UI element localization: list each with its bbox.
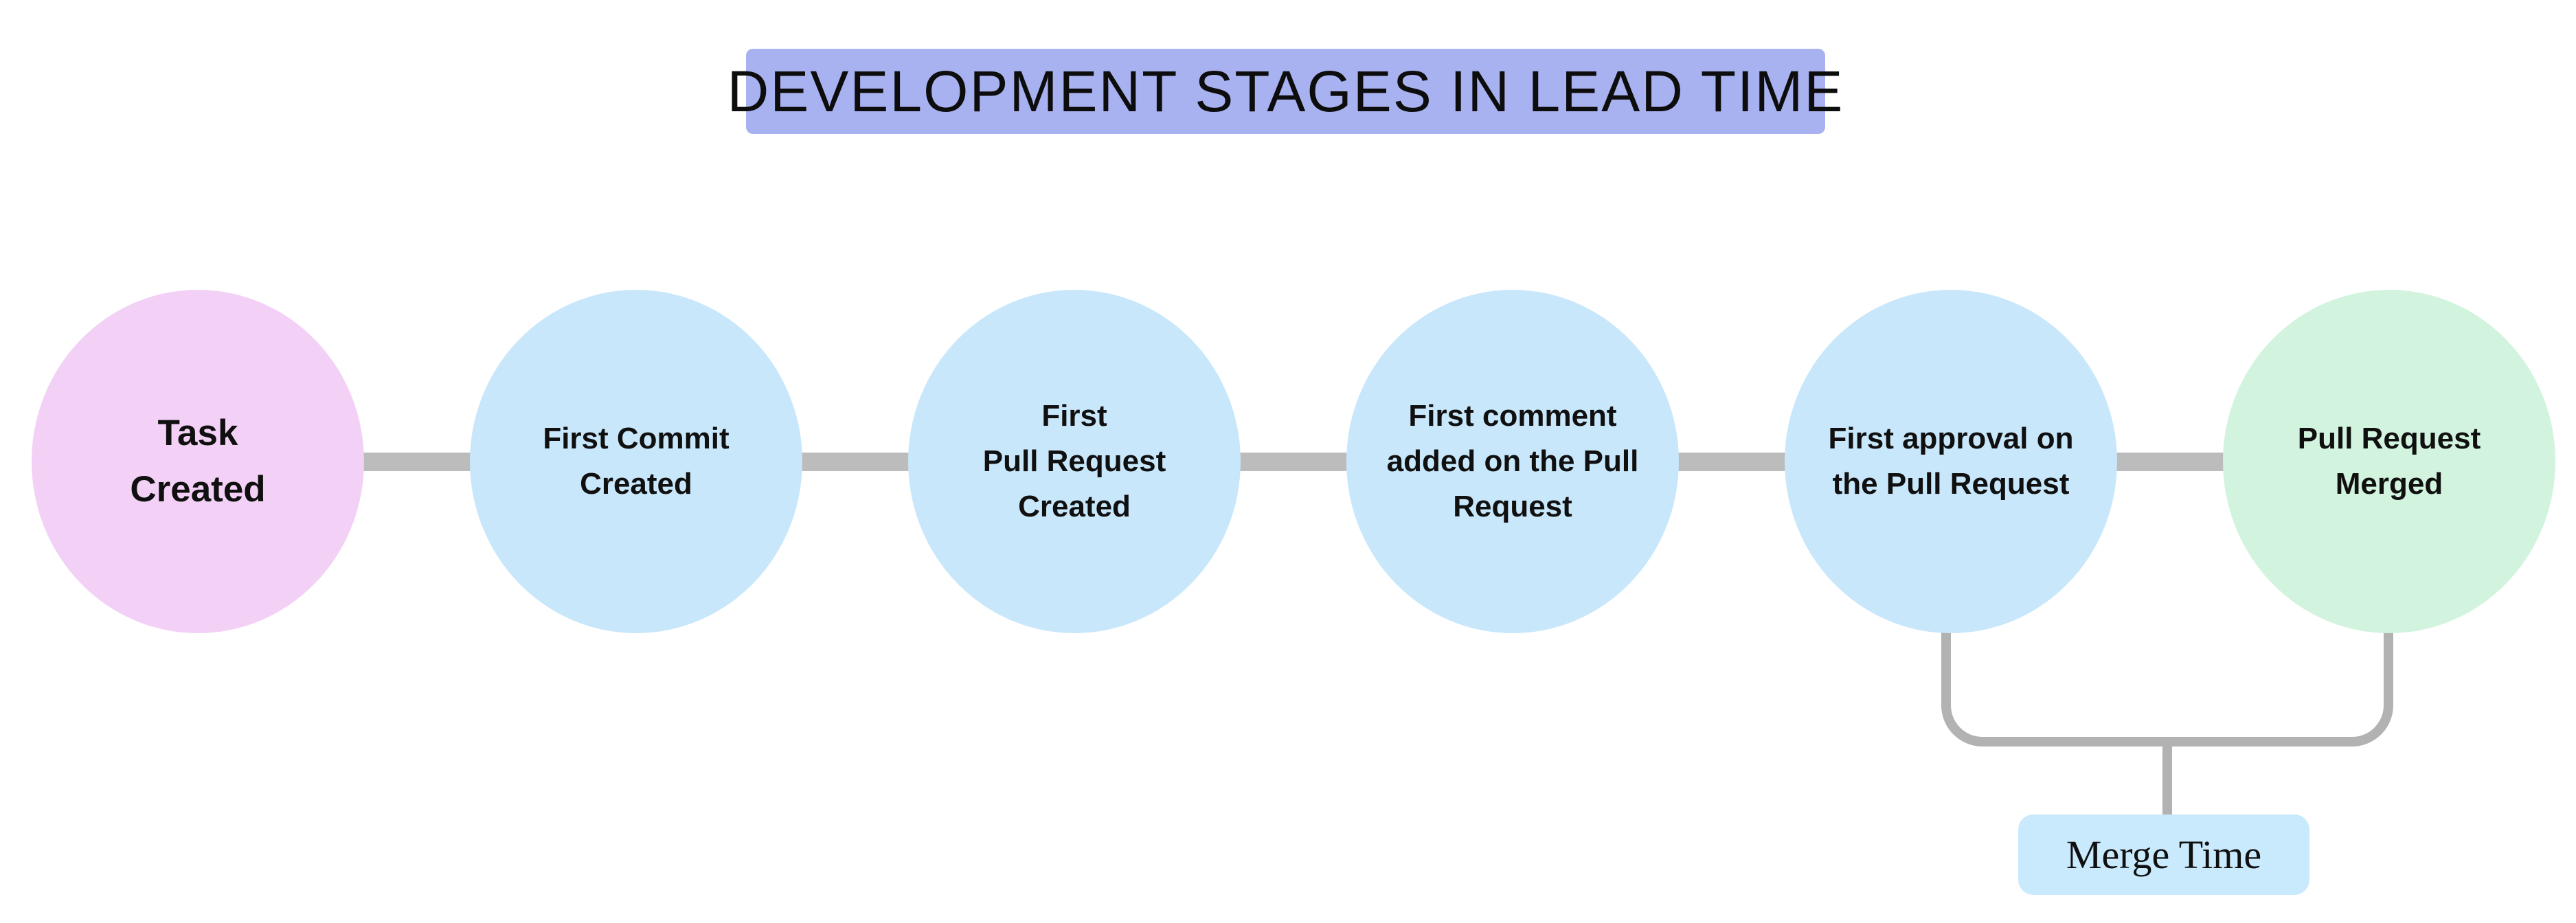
merge-time-badge: Merge Time xyxy=(2018,814,2309,895)
stage-task-created: Task Created xyxy=(32,290,364,633)
title-banner: DEVELOPMENT STAGES IN LEAD TIME xyxy=(727,49,1842,134)
merge-time-bracket-stem xyxy=(2162,745,2172,816)
stage-first-approval: First approval on the Pull Request xyxy=(1785,290,2117,633)
stage-first-pull-request-created: First Pull Request Created xyxy=(908,290,1241,633)
stage-first-pull-request-created-label: First Pull Request Created xyxy=(982,399,1166,523)
stage-first-comment-added-label: First comment added on the Pull Request xyxy=(1386,399,1639,523)
stage-first-approval-label: First approval on the Pull Request xyxy=(1828,422,2074,501)
diagram-title: DEVELOPMENT STAGES IN LEAD TIME xyxy=(727,58,1844,124)
stage-first-commit-created: First Commit Created xyxy=(470,290,802,633)
merge-time-text: Merge Time xyxy=(2066,832,2262,877)
stage-first-comment-added: First comment added on the Pull Request xyxy=(1346,290,1679,633)
stage-task-created-label: Task Created xyxy=(130,412,266,510)
stage-pull-request-merged: Pull Request Merged xyxy=(2223,290,2555,633)
stage-pull-request-merged-label: Pull Request Merged xyxy=(2297,422,2481,501)
stage-first-commit-created-label: First Commit Created xyxy=(543,422,730,501)
merge-time-bracket xyxy=(1941,632,2393,747)
